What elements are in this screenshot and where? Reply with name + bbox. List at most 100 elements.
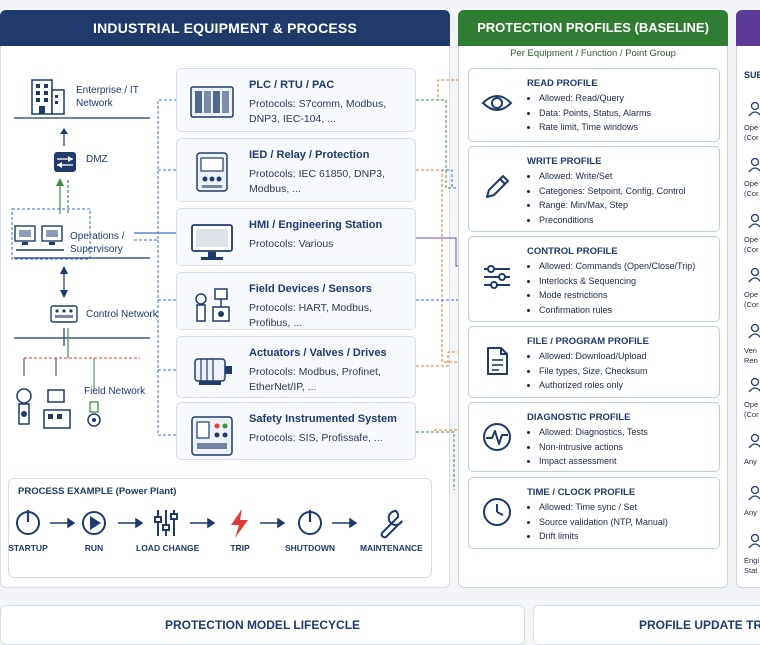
- network-level-operations: Operations / Supervisory: [70, 231, 125, 255]
- power-icon: [16, 510, 40, 535]
- equipment-card-sis[interactable]: Safety Instrumented System Protocols: SI…: [176, 402, 416, 460]
- clock-icon: [483, 498, 511, 526]
- subjects-panel: [736, 10, 760, 588]
- profile-rule: Data: Points, Status, Alarms: [539, 106, 651, 121]
- process-step-shutdown: SHUTDOWN: [284, 543, 336, 553]
- update-triggers-title: PROFILE UPDATE TRIGG: [639, 618, 760, 632]
- equipment-card-plc[interactable]: PLC / RTU / PAC Protocols: S7comm, Modbu…: [176, 68, 416, 132]
- equipment-title: Safety Instrumented System: [249, 413, 397, 425]
- profile-rule: Confirmation rules: [539, 303, 695, 318]
- network-switch-icon: [50, 305, 78, 323]
- profile-title: READ PROFILE: [527, 78, 598, 89]
- profile-rule: Interlocks & Sequencing: [539, 274, 695, 289]
- profile-rule: Categories: Setpoint, Config, Control: [539, 184, 686, 199]
- lifecycle-title: PROTECTION MODEL LIFECYCLE: [164, 618, 361, 632]
- relay-device-icon: [196, 152, 228, 192]
- firewall-icon: [54, 152, 76, 172]
- profile-rules: Allowed: Diagnostics, Tests Non-intrusiv…: [527, 425, 648, 469]
- sensor-icon: [195, 288, 230, 322]
- subject-item: Any: [744, 457, 757, 466]
- process-step-trip: TRIP: [230, 543, 250, 553]
- profile-card-read[interactable]: READ PROFILE Allowed: Read/Query Data: P…: [468, 68, 720, 142]
- equipment-protocols: Protocols: IEC 61850, DNP3, Modbus, ...: [249, 168, 385, 195]
- process-step-load-change: LOAD CHANGE: [136, 543, 200, 553]
- subject-item: Ope(Cor: [744, 123, 759, 142]
- profile-card-diagnostic[interactable]: DIAGNOSTIC PROFILE Allowed: Diagnostics,…: [468, 402, 720, 472]
- motor-icon: [194, 358, 232, 385]
- profile-rule: Drift limits: [539, 529, 668, 544]
- profile-rule: Authorized roles only: [539, 378, 648, 393]
- subjects-panel-header: [736, 10, 760, 46]
- profile-card-file-program[interactable]: FILE / PROGRAM PROFILE Allowed: Download…: [468, 326, 720, 398]
- equipment-protocols: Protocols: Modbus, Profinet, EtherNet/IP…: [249, 366, 381, 393]
- network-level-enterprise: Enterprise / IT Network: [76, 85, 139, 109]
- profile-rules: Allowed: Time sync / Set Source validati…: [527, 500, 668, 544]
- equipment-protocols: Protocols: SIS, Profissafe, ...: [249, 432, 383, 444]
- monitor-icon: [191, 224, 233, 260]
- profile-rule: Allowed: Commands (Open/Close/Trip): [539, 259, 695, 274]
- subject-person-icons: [748, 101, 760, 549]
- profile-rule: Allowed: Download/Upload: [539, 349, 648, 364]
- profile-rule: Impact assessment: [539, 454, 648, 469]
- document-icon: [487, 347, 508, 375]
- process-example-box: [8, 478, 432, 578]
- equipment-card-field-devices[interactable]: Field Devices / Sensors Protocols: HART,…: [176, 272, 416, 330]
- pencil-icon: [486, 175, 509, 198]
- equipment-title: HMI / Engineering Station: [249, 219, 383, 231]
- profile-rule: File types, Size, Checksum: [539, 364, 648, 379]
- subject-item: Ope(Cor: [744, 235, 759, 254]
- profile-rule: Allowed: Diagnostics, Tests: [539, 425, 648, 440]
- profile-rule: Source validation (NTP, Manual): [539, 515, 668, 530]
- equipment-card-ied[interactable]: IED / Relay / Protection Protocols: IEC …: [176, 138, 416, 202]
- profiles-panel-subtitle: Per Equipment / Function / Point Group: [510, 48, 676, 59]
- profile-card-control[interactable]: CONTROL PROFILE Allowed: Commands (Open/…: [468, 236, 720, 322]
- pulse-icon: [483, 423, 511, 451]
- field-devices-icon: [16, 388, 101, 429]
- profile-title: FILE / PROGRAM PROFILE: [527, 336, 649, 347]
- profile-rule: Allowed: Write/Set: [539, 169, 686, 184]
- equipment-card-hmi[interactable]: HMI / Engineering Station Protocols: Var…: [176, 208, 416, 266]
- power-off-icon: [298, 510, 322, 535]
- equipment-panel-title: INDUSTRIAL EQUIPMENT & PROCESS: [0, 10, 450, 46]
- profile-rules: Allowed: Download/Upload File types, Siz…: [527, 349, 648, 393]
- plc-rack-icon: [190, 86, 234, 118]
- profile-rules: Allowed: Commands (Open/Close/Trip) Inte…: [527, 259, 695, 317]
- subject-item: Ope(Cor: [744, 290, 759, 309]
- profile-rules: Allowed: Read/Query Data: Points, Status…: [527, 91, 651, 135]
- profile-title: WRITE PROFILE: [527, 156, 602, 167]
- process-step-maintenance: MAINTENANCE: [360, 543, 423, 553]
- process-flow-icons: [16, 509, 403, 539]
- profile-rule: Non-intrusive actions: [539, 440, 648, 455]
- workstation-icon: [14, 225, 64, 251]
- building-icon: [31, 79, 65, 115]
- network-level-dmz: DMZ: [86, 154, 108, 165]
- profile-title: DIAGNOSTIC PROFILE: [527, 412, 631, 423]
- profile-card-time-clock[interactable]: TIME / CLOCK PROFILE Allowed: Time sync …: [468, 477, 720, 549]
- profile-rules: Allowed: Write/Set Categories: Setpoint,…: [527, 169, 686, 227]
- equipment-card-actuators[interactable]: Actuators / Valves / Drives Protocols: M…: [176, 336, 416, 398]
- equipment-protocols: Protocols: S7comm, Modbus, DNP3, IEC-104…: [249, 98, 387, 125]
- profile-rule: Range: Min/Max, Step: [539, 198, 686, 213]
- equipment-protocols: Protocols: HART, Modbus, Profibus, ...: [249, 302, 372, 329]
- network-level-control: Control Network: [86, 309, 158, 320]
- profile-rule: Rate limit, Time windows: [539, 120, 651, 135]
- sliders-vertical-icon: [154, 510, 178, 536]
- wrench-icon: [380, 509, 403, 539]
- profile-title: CONTROL PROFILE: [527, 246, 618, 257]
- eye-icon: [481, 95, 513, 111]
- safety-controller-icon: [191, 416, 233, 456]
- subject-item: Ope(Cor: [744, 400, 759, 419]
- profile-title: TIME / CLOCK PROFILE: [527, 487, 636, 498]
- profile-card-write[interactable]: WRITE PROFILE Allowed: Write/Set Categor…: [468, 146, 720, 232]
- network-level-field: Field Network: [84, 386, 146, 397]
- process-step-startup: STARTUP: [8, 543, 48, 553]
- equipment-title: IED / Relay / Protection: [249, 149, 370, 161]
- equipment-title: Actuators / Valves / Drives: [249, 347, 387, 359]
- subjects-panel-subtitle: SUE: [744, 70, 760, 80]
- process-step-run: RUN: [84, 543, 104, 553]
- lightning-icon: [231, 509, 248, 538]
- equipment-title: PLC / RTU / PAC: [249, 79, 335, 91]
- lifecycle-section: [0, 605, 525, 645]
